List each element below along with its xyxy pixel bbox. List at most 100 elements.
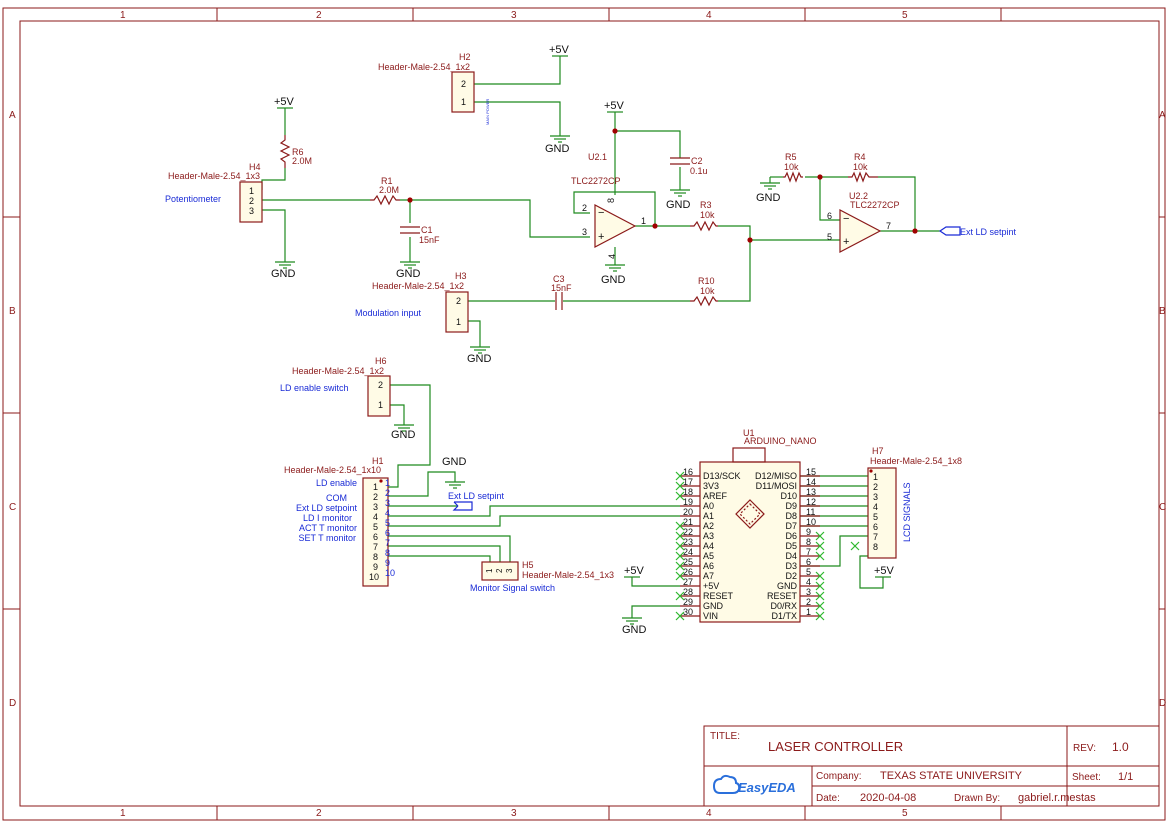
header-h3[interactable]: H3 Header-Male-2.54_1x2 Modulation input… (355, 271, 469, 333)
ref-label: H7 (872, 446, 884, 456)
net-label: Ext LD setpint (960, 227, 1017, 237)
desc-label: Modulation input (355, 308, 422, 318)
pin-label: 1 (456, 317, 461, 327)
pin-name: +5V (703, 581, 719, 591)
pin-number: 8 (806, 537, 811, 547)
pin-label: 2 (373, 492, 378, 502)
desc-label: Potentiometer (165, 194, 221, 204)
pin-label: 7 (385, 538, 390, 548)
pin-number: 17 (683, 477, 693, 487)
header-h1[interactable]: H1 Header-Male-2.54_1x10 1 2 3 4 5 6 7 8… (284, 456, 395, 587)
vcc-u1: +5V (624, 565, 645, 578)
gnd-label: GND (756, 192, 781, 204)
pin-number: 20 (683, 507, 693, 517)
part-label: Header-Male-2.54_1x10 (284, 465, 381, 475)
pin-name: D7 (785, 521, 797, 531)
pin-label: 8 (873, 542, 878, 552)
net-flag-ext-setpoint-lower: Ext LD setpint (448, 491, 505, 511)
no-connect-mark (675, 541, 685, 551)
pin-number: 30 (683, 607, 693, 617)
pin-label: 4 (607, 254, 617, 259)
vcc-h7: +5V (874, 565, 895, 578)
opamp-u21[interactable]: − + U2.1 TLC2272CP 8 2 3 1 4 (571, 152, 646, 259)
logo-text: EasyEDA (738, 780, 796, 795)
drawn-label: Drawn By: (954, 793, 1000, 804)
pin-label: 2 (461, 79, 466, 89)
gnd-c2: GND (666, 189, 691, 211)
resistor-r6[interactable]: R6 2.0M (279, 135, 312, 168)
resistor-r3[interactable]: R3 10k (690, 200, 718, 232)
no-connect-mark (675, 481, 685, 491)
value-label: 10k (700, 210, 715, 220)
row-label: B (9, 306, 16, 317)
ref-label: U1 (743, 428, 755, 438)
header-h5[interactable]: 1 2 3 H5 Header-Male-2.54_1x3 Monitor Si… (470, 560, 614, 593)
capacitor-c3[interactable]: C3 15nF (551, 274, 572, 310)
svg-text:+: + (598, 231, 604, 243)
pin-label: 3 (505, 568, 514, 573)
ref-label: R6 (292, 147, 304, 157)
pin-number: 7 (806, 547, 811, 557)
resistor-r4[interactable]: R4 10k (848, 152, 878, 183)
resistor-r5[interactable]: R5 10k (783, 152, 803, 183)
pin-name: RESET (767, 591, 798, 601)
value-label: 10k (784, 162, 799, 172)
gnd-u21: GND (601, 264, 626, 286)
signal-label: ACT T monitor (299, 523, 357, 533)
capacitor-c2[interactable]: C2 0.1u (670, 156, 708, 176)
gnd-label: GND (442, 456, 467, 468)
col-label: 1 (120, 808, 126, 819)
pin-label: 10 (385, 568, 395, 578)
gnd-label: GND (622, 624, 647, 636)
row-label: D (1159, 698, 1166, 709)
pin-label: 7 (373, 542, 378, 552)
pin-number: 15 (806, 467, 816, 477)
header-h2[interactable]: H2 Header-Male-2.54_1x2 2 1 MAIN POWER (378, 52, 490, 125)
pin-label: 2 (249, 196, 254, 206)
resistor-r1[interactable]: R1 2.0M (370, 176, 400, 206)
opamp-u22[interactable]: − + U2.2 TLC2272CP 6 5 7 (827, 191, 900, 253)
no-connect-mark (675, 491, 685, 501)
company-label: Company: (816, 771, 862, 782)
signal-label: LD I monitor (303, 513, 352, 523)
row-label: D (9, 698, 16, 709)
resistor-r10[interactable]: R10 10k (690, 276, 718, 307)
header-h6[interactable]: H6 Header-Male-2.54_1x2 LD enable switch… (280, 356, 391, 417)
pin-number: 26 (683, 567, 693, 577)
no-connect-mark (815, 591, 825, 601)
pin-name: D4 (785, 551, 797, 561)
pin-label: 1 (378, 400, 383, 410)
row-label: A (1159, 110, 1166, 121)
header-h7[interactable]: H7 Header-Male-2.54_1x8 LCD SIGNALS 1 2 … (867, 446, 962, 559)
pin-label: 3 (582, 227, 587, 237)
gnd-h3: GND (467, 346, 492, 365)
net-flag-ext-setpoint-top: Ext LD setpint (938, 226, 1017, 237)
pin-label: 8 (606, 198, 616, 203)
date-label: Date: (816, 793, 840, 804)
vcc-u21: +5V (604, 100, 625, 113)
pin-label: 6 (827, 211, 832, 221)
gnd-label: GND (545, 143, 570, 155)
pin-number: 13 (806, 487, 816, 497)
value-label: 0.1u (690, 166, 708, 176)
pin-label: 3 (249, 206, 254, 216)
h1-pin-numbers: 1 2 3 4 5 6 7 8 9 10 (369, 482, 379, 582)
pin-label: 1 (641, 216, 646, 226)
row-label: C (9, 502, 16, 513)
header-h4[interactable]: H4 Header-Male-2.54_1x3 Potentiometer 1 … (165, 162, 263, 223)
pin-label: 1 (385, 478, 390, 488)
pin-name: A5 (703, 551, 714, 561)
ref-label: R10 (698, 276, 715, 286)
vcc-symbols: +5V +5V +5V +5V +5V (274, 44, 895, 578)
capacitor-c1[interactable]: C1 15nF (400, 225, 440, 245)
gnd-label: GND (391, 429, 416, 441)
pin-name: A1 (703, 511, 714, 521)
part-label: Header-Male-2.54_1x3 (168, 171, 260, 181)
value-label: 10k (700, 286, 715, 296)
desc-label: LD enable switch (280, 383, 349, 393)
signal-label: LD enable (316, 478, 357, 488)
pin-name: D6 (785, 531, 797, 541)
pin-name: A7 (703, 571, 714, 581)
